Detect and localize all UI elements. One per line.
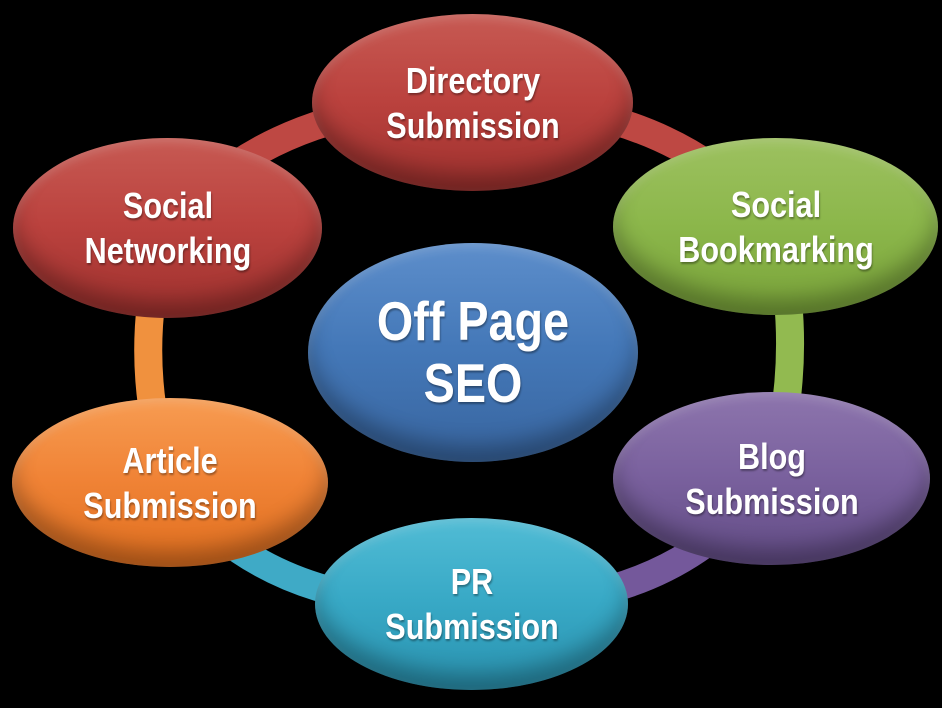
node-blog-submission-label: Blog Submission [684, 435, 859, 522]
node-blog-submission: Blog Submission [613, 392, 930, 565]
node-social-networking: Social Networking [13, 138, 322, 318]
node-directory-submission: Directory Submission [312, 14, 633, 191]
node-article-submission: Article Submission [12, 398, 328, 567]
node-off-page-seo-label: Off Page SEO [376, 289, 570, 414]
node-off-page-seo: Off Page SEO [308, 243, 638, 462]
node-social-bookmarking-label: Social Bookmarking [677, 183, 874, 270]
node-article-submission-label: Article Submission [83, 439, 257, 526]
node-pr-submission: PR Submission [315, 518, 628, 690]
node-social-networking-label: Social Networking [84, 185, 251, 271]
node-directory-submission-label: Directory Submission [385, 59, 560, 146]
node-social-bookmarking: Social Bookmarking [613, 138, 938, 315]
node-pr-submission-label: PR Submission [384, 561, 559, 647]
